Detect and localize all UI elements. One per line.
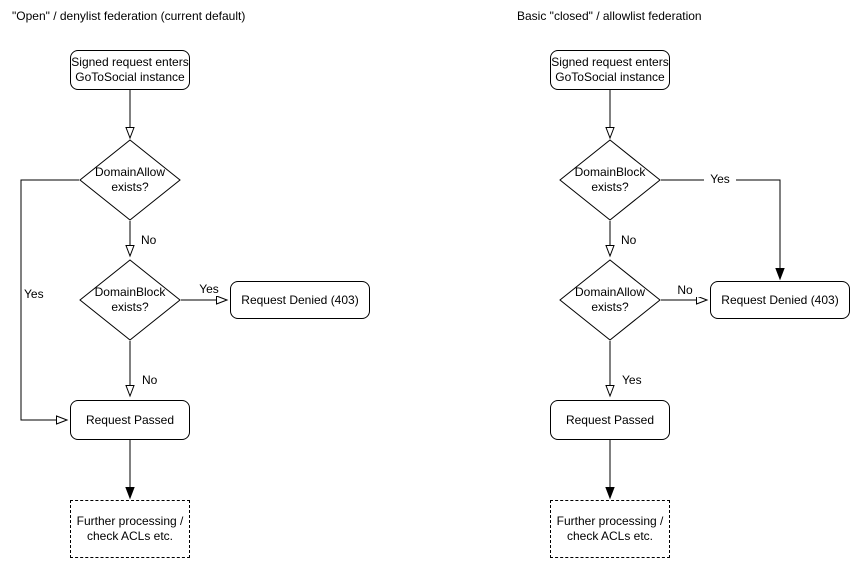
right-denied-node: Request Denied (403) [710,281,850,319]
right-decision1-label: DomainBlock exists? [574,165,646,194]
right-decision1-diamond-shape [559,139,661,221]
left-decision1-diamond-shape [79,139,181,221]
right-passed-node: Request Passed [550,400,670,440]
left-decision2-diamond-shape [79,259,181,341]
left-edge-label-decision1-no: No [140,233,158,247]
right-edge-label-decision2-no: No [669,283,701,297]
left-further-node: Further processing / check ACLs etc. [70,500,190,558]
right-decision2-diamond-shape [559,259,661,341]
left-edge-label-decision2-yes: Yes [193,282,225,296]
right-edge-label-decision1-yes: Yes [704,172,736,186]
right-start-node: Signed request enters GoToSocial instanc… [550,50,670,90]
left-edge-label-decision1-yes: Yes [23,287,45,301]
right-edge-label-decision1-no: No [620,233,638,247]
left-decision1-label: DomainAllow exists? [94,165,166,194]
right-decision2-label: DomainAllow exists? [574,285,646,314]
edge-left-decision1-yes-to-passed [20,179,79,425]
left-passed-node: Request Passed [70,400,190,440]
left-edge-label-decision2-no: No [141,373,159,387]
left-chart-title: "Open" / denylist federation (current de… [12,9,246,23]
right-further-node: Further processing / check ACLs etc. [550,500,670,558]
left-denied-node: Request Denied (403) [230,281,370,319]
right-edge-label-decision2-yes: Yes [621,373,643,387]
left-decision2-label: DomainBlock exists? [94,285,166,314]
right-chart-title: Basic "closed" / allowlist federation [517,9,702,23]
edge-right-decision1-yes-to-denied [661,179,785,281]
left-start-node: Signed request enters GoToSocial instanc… [70,50,190,90]
